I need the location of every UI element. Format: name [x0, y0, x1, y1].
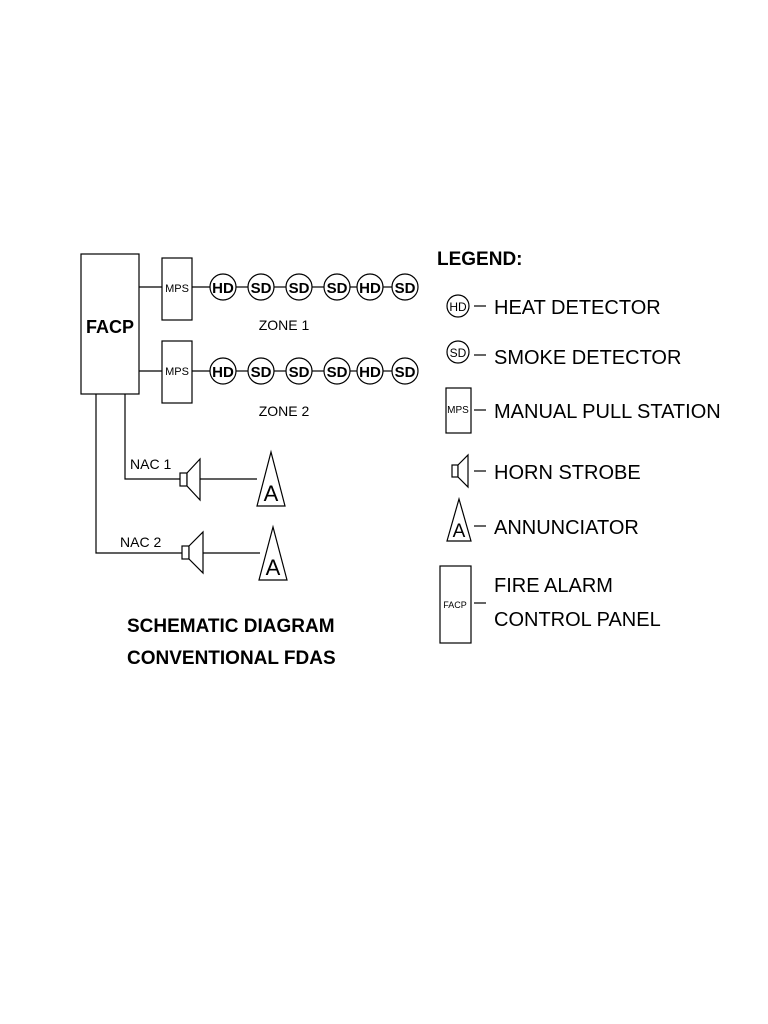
smoke-detector-icon	[285, 357, 313, 385]
legend-item-smoke-detector: SD SMOKE DETECTOR	[446, 340, 681, 369]
svg-text:SD: SD	[251, 280, 272, 297]
legend-item-facp: FACP FIRE ALARM CONTROL PANEL	[439, 565, 661, 644]
zone-2-mps-label: MPS	[165, 366, 189, 378]
heat-detector-icon	[356, 357, 384, 385]
svg-text:SD: SD	[289, 364, 310, 381]
svg-text:HD: HD	[212, 280, 234, 297]
annunciator-icon: A	[258, 524, 288, 581]
legend-item-heat-detector: HD HEAT DETECTOR	[446, 294, 661, 319]
legend-label-facp-line-1: FIRE ALARM	[494, 575, 613, 597]
smoke-detector-icon	[285, 273, 313, 301]
smoke-detector-icon	[323, 357, 351, 385]
legend: LEGEND: HD HEAT DETECTOR SD SMOKE DETECT…	[437, 249, 721, 644]
horn-strobe-icon	[181, 530, 204, 575]
svg-text:HD: HD	[449, 300, 467, 314]
zone-1-mps-label: MPS	[165, 283, 189, 295]
nac-1-annunciator-label: A	[264, 481, 279, 506]
nac-1-circuit: NAC 1 A	[124, 394, 286, 507]
smoke-detector-icon	[446, 340, 470, 364]
zone-1-device-2: SD	[247, 273, 275, 301]
zone-1-device-3: SD	[285, 273, 313, 301]
nac-2-circuit: NAC 2 A	[95, 394, 288, 581]
legend-label-smoke-detector: SMOKE DETECTOR	[494, 347, 681, 369]
nac-2-annunciator-label: A	[266, 555, 281, 580]
manual-pull-station-icon	[445, 387, 472, 434]
diagram-title-line-1: SCHEMATIC DIAGRAM	[127, 616, 335, 637]
zone-2-device-5: HD	[356, 357, 384, 385]
horn-strobe-icon	[451, 453, 469, 489]
zone-2-mps-box	[161, 340, 193, 404]
heat-detector-icon	[209, 357, 237, 385]
svg-text:SD: SD	[395, 280, 416, 297]
facp-icon	[439, 565, 472, 644]
svg-text:SD: SD	[395, 364, 416, 381]
nac-2-label: NAC 2	[120, 534, 161, 550]
svg-text:MPS: MPS	[447, 405, 469, 416]
zone-2-circuit: MPS HD SD SD SD HD SD ZONE	[161, 340, 419, 419]
legend-item-manual-pull-station: MPS MANUAL PULL STATION	[445, 387, 721, 434]
zone-1-device-1: HD	[209, 273, 237, 301]
facp-label: FACP	[86, 317, 134, 337]
zone-2-device-6: SD	[391, 357, 419, 385]
zone-2-device-1: HD	[209, 357, 237, 385]
heat-detector-icon	[356, 273, 384, 301]
legend-label-heat-detector: HEAT DETECTOR	[494, 297, 661, 319]
svg-text:SD: SD	[327, 364, 348, 381]
smoke-detector-icon	[323, 273, 351, 301]
svg-text:SD: SD	[327, 280, 348, 297]
zone-1-circuit: MPS HD SD SD SD HD SD ZONE	[161, 257, 419, 333]
horn-strobe-icon	[179, 457, 201, 502]
legend-label-horn-strobe: HORN STROBE	[494, 462, 641, 484]
svg-text:HD: HD	[212, 364, 234, 381]
nac-1-label: NAC 1	[130, 456, 171, 472]
svg-text:A: A	[453, 521, 466, 542]
zone-2-label: ZONE 2	[259, 403, 310, 419]
zone-1-device-6: SD	[391, 273, 419, 301]
diagram-title-line-2: CONVENTIONAL FDAS	[127, 648, 336, 669]
annunciator-icon: A	[256, 449, 286, 507]
svg-text:HD: HD	[359, 280, 381, 297]
zone-1-device-5: HD	[356, 273, 384, 301]
zone-1-label: ZONE 1	[259, 317, 310, 333]
zone-2-device-2: SD	[247, 357, 275, 385]
zone-1-mps-box	[161, 257, 193, 321]
legend-item-annunciator: A ANNUNCIATOR	[446, 496, 639, 542]
annunciator-icon: A	[446, 496, 472, 542]
svg-text:HD: HD	[359, 364, 381, 381]
zone-2-device-3: SD	[285, 357, 313, 385]
smoke-detector-icon	[391, 357, 419, 385]
svg-text:SD: SD	[450, 346, 467, 360]
legend-label-annunciator: ANNUNCIATOR	[494, 517, 639, 539]
smoke-detector-icon	[247, 357, 275, 385]
heat-detector-icon	[446, 294, 470, 318]
svg-text:SD: SD	[251, 364, 272, 381]
heat-detector-icon	[209, 273, 237, 301]
svg-text:FACP: FACP	[443, 600, 467, 610]
zone-1-device-4: SD	[323, 273, 351, 301]
legend-label-manual-pull-station: MANUAL PULL STATION	[494, 401, 721, 423]
zone-2-device-4: SD	[323, 357, 351, 385]
legend-item-horn-strobe: HORN STROBE	[451, 453, 641, 489]
smoke-detector-icon	[247, 273, 275, 301]
svg-text:SD: SD	[289, 280, 310, 297]
legend-label-facp-line-2: CONTROL PANEL	[494, 609, 661, 631]
facp-panel: FACP	[80, 253, 140, 395]
legend-heading: LEGEND:	[437, 249, 523, 270]
smoke-detector-icon	[391, 273, 419, 301]
